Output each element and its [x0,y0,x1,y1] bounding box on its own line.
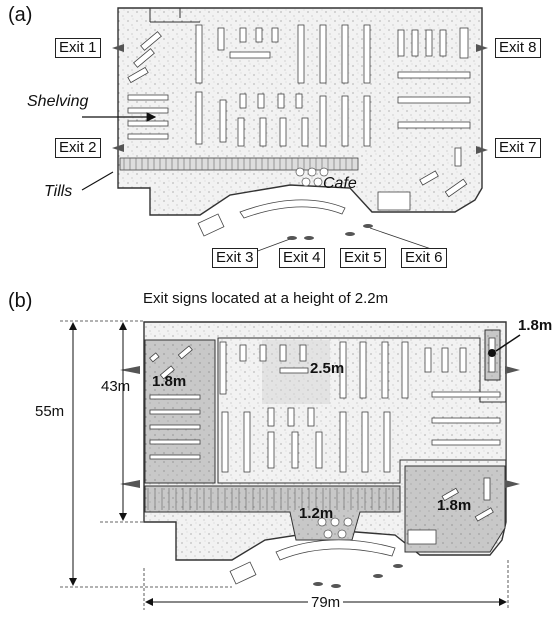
exit-6-label: Exit 6 [401,248,447,268]
plan-b [60,320,521,610]
panel-a-label: (a) [8,4,33,26]
height-zone-top-right: 1.8m [518,317,553,334]
exit-8-label: Exit 8 [495,38,541,58]
exit-2-label: Exit 2 [55,138,101,158]
dim-outer-height: 55m [35,403,65,420]
height-zone-center: 2.5m [310,360,345,377]
exit-5-label: Exit 5 [340,248,386,268]
height-zone-bottom-right: 1.8m [437,497,472,514]
zone-center [217,337,507,484]
tills-annotation: Tills [44,183,73,200]
panel-b-caption: Exit signs located at a height of 2.2m [143,290,389,307]
shelving-annotation: Shelving [27,93,89,110]
plan-a [81,7,488,253]
dim-width: 79m [308,594,344,611]
dim-inner-height: 43m [101,378,131,395]
cafe-counter-a [239,199,346,219]
exit-4-label: Exit 4 [279,248,325,268]
height-zone-left: 1.8m [152,373,187,390]
exit-7-label: Exit 7 [495,138,541,158]
cafe-annotation: Cafe [323,175,357,192]
exit-1-label: Exit 1 [55,38,101,58]
height-zone-tills: 1.2m [299,505,334,522]
panel-b-label: (b) [8,290,33,312]
tills-row-a [119,157,359,171]
exit-3-label: Exit 3 [212,248,258,268]
